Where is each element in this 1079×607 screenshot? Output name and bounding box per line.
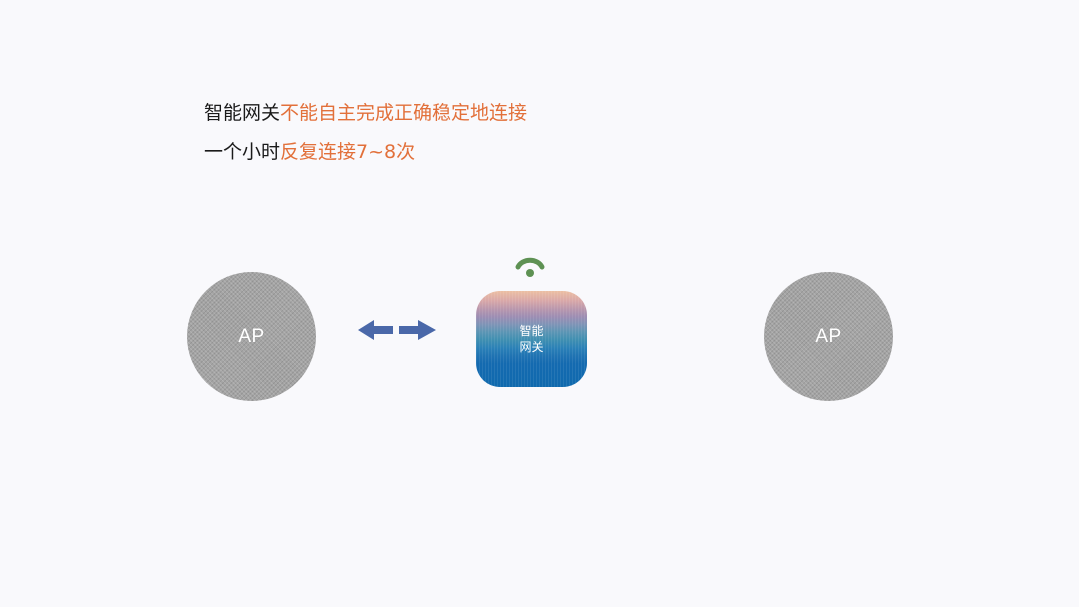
wifi-arc-icon	[515, 257, 545, 270]
caption-line-2-accent: 反复连接7~8次	[280, 141, 416, 163]
left-arrow-icon	[358, 320, 393, 340]
gateway-label-line-1: 智能	[519, 324, 544, 338]
right-arrow-icon	[399, 320, 436, 340]
smart-gateway: 智能 网关	[476, 291, 587, 387]
caption-line-2: 一个小时反复连接7~8次	[204, 140, 415, 164]
gateway-label: 智能 网关	[476, 323, 587, 355]
double-arrow-icon	[358, 320, 436, 340]
ap-node-left: AP	[187, 272, 316, 401]
caption-line-2-plain: 一个小时	[204, 141, 281, 163]
ap-right-label: AP	[815, 325, 842, 347]
wifi-dot-icon	[526, 269, 534, 277]
caption-line-1-accent: 不能自主完成正确稳定地连接	[280, 102, 528, 124]
ap-left-label: AP	[238, 325, 265, 347]
caption-line-1: 智能网关不能自主完成正确稳定地连接	[204, 101, 527, 125]
ap-node-right: AP	[764, 272, 893, 401]
caption-line-1-plain: 智能网关	[204, 102, 281, 124]
wifi-signal-icon	[515, 257, 545, 277]
gateway-label-line-2: 网关	[519, 340, 544, 354]
